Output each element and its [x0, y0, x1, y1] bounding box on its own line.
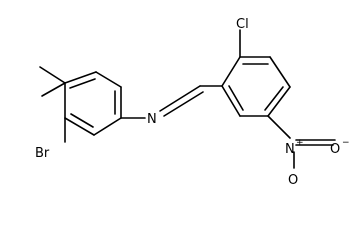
atom-n-nitro-charge: +: [296, 138, 304, 148]
atom-o-top: O: [330, 142, 340, 157]
bond-ring1-double-top: [69, 78, 96, 89]
bond-ring1-double-bottom: [70, 113, 94, 128]
bond-c-nitro: [267, 115, 291, 139]
bond-ring1-bottom-right: [93, 117, 122, 136]
bond-ring1-top-left: [41, 82, 66, 97]
atom-cl: Cl: [236, 17, 249, 32]
atom-o-top-charge: −: [342, 138, 350, 148]
bond-ring2-right-down: [267, 86, 291, 117]
bond-ring2-right-up: [269, 56, 291, 88]
structure-diagram: Cl N N + O − O Br: [35, 17, 350, 188]
bond-n-ch-2: [163, 91, 204, 117]
bond-ring2-left-down: [221, 85, 241, 117]
bond-ring2-double-right: [264, 86, 284, 111]
atom-br: Br: [35, 146, 50, 161]
bond-methyl: [39, 66, 66, 84]
molecule-drawing: Cl N N + O − O Br: [35, 17, 350, 188]
bond-ring1-top-right: [64, 71, 97, 84]
bond-ring2-left-up: [221, 56, 241, 87]
atom-n-imine: N: [147, 112, 157, 127]
atom-o-bottom: O: [288, 173, 298, 188]
bond-ring1-bottom-left: [64, 117, 95, 136]
atom-n-nitro: N: [285, 142, 295, 157]
bond-ring1-right-up: [95, 71, 122, 88]
bond-n-ch-1: [159, 85, 201, 112]
bond-ring2-double-left: [228, 85, 244, 111]
